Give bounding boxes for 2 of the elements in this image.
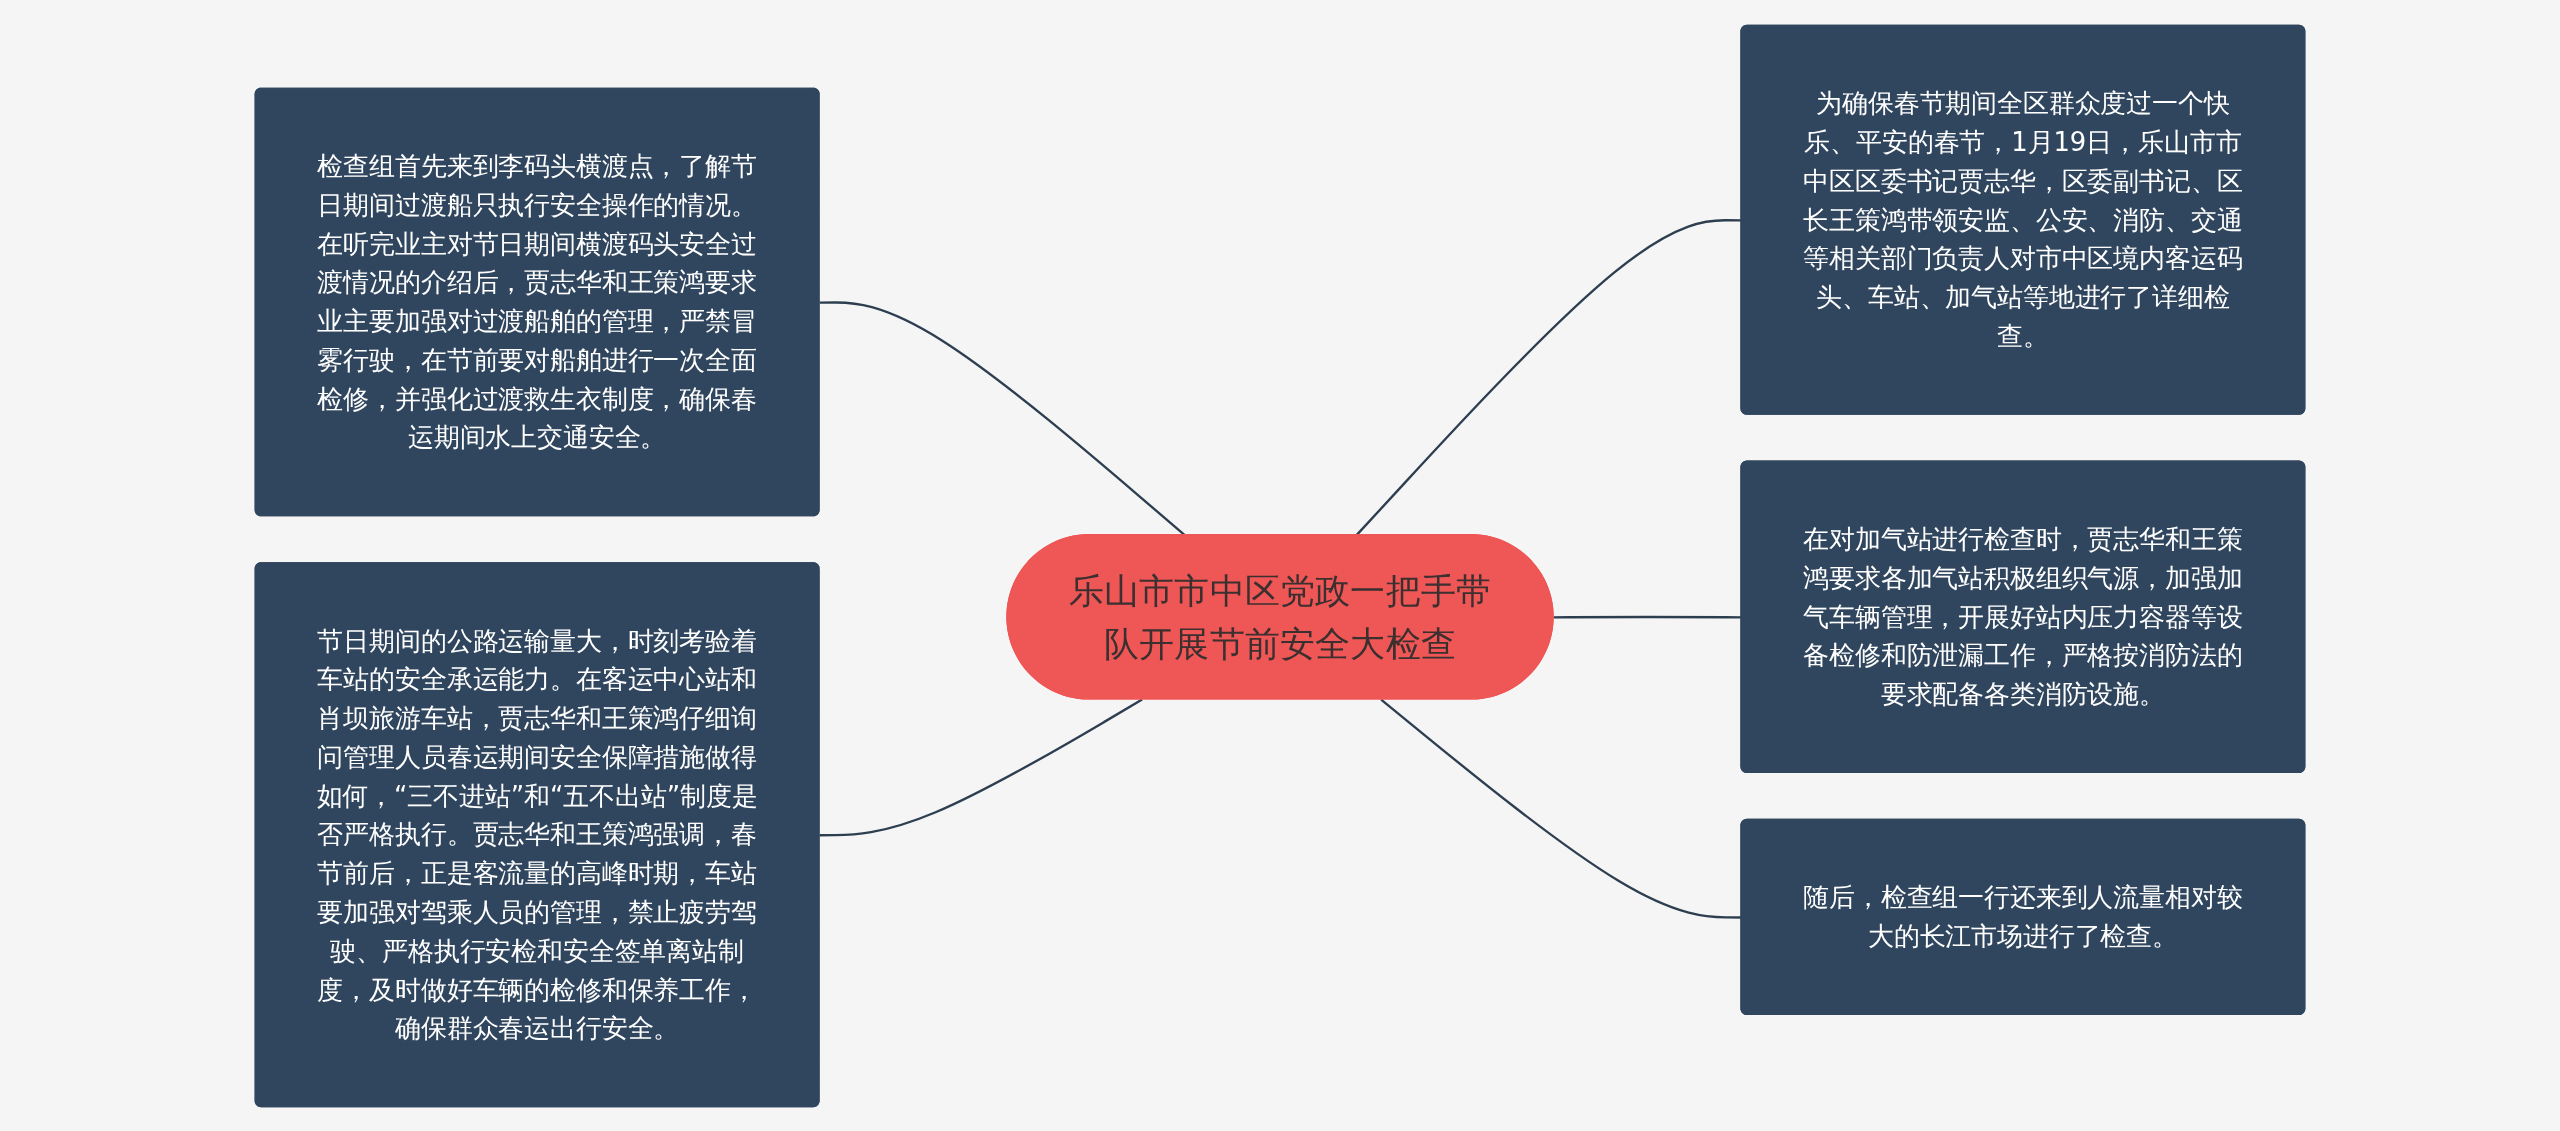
connector (819, 698, 1143, 836)
connector (819, 300, 1186, 536)
